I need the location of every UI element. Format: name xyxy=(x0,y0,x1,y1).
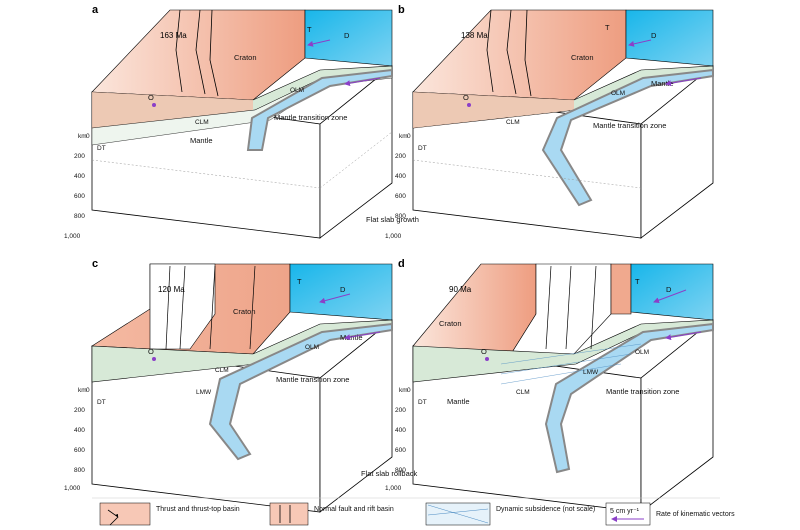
age-label: 163 Ma xyxy=(160,31,187,40)
age-label: 90 Ma xyxy=(449,285,472,294)
panel-b: b 138 Ma Craton T D O CLM OLM Mantle Man… xyxy=(366,4,714,240)
legend-dynamic-subsidence-label: Dynamic subsidence (not scale) xyxy=(496,506,595,513)
olm-label: OLM xyxy=(611,90,625,97)
legend-dynamic-subsidence: Dynamic subsidence (not scale) xyxy=(425,502,595,526)
tick-200: 200 xyxy=(395,153,406,160)
tick-0: 0 xyxy=(407,387,411,394)
d-label: D xyxy=(651,31,657,40)
tick-800: 800 xyxy=(74,467,85,474)
legend-kinematic-key: 5 cm yr⁻¹ xyxy=(610,508,640,515)
clm-label: CLM xyxy=(506,119,520,126)
tick-800: 800 xyxy=(395,467,406,474)
km-label: km xyxy=(78,133,87,140)
dt-label: DT xyxy=(418,145,427,152)
legend-kinematic-label: Rate of kinematic vectors xyxy=(656,511,735,518)
clm-label: CLM xyxy=(516,389,530,396)
tick-0: 0 xyxy=(407,133,411,140)
tick-200: 200 xyxy=(74,153,85,160)
dt-label: DT xyxy=(418,399,427,406)
dt-label: DT xyxy=(97,145,106,152)
tick-600: 600 xyxy=(74,193,85,200)
d-label: D xyxy=(344,31,350,40)
mantle-label: Mantle xyxy=(340,333,363,342)
tick-400: 400 xyxy=(74,427,85,434)
lmw-label: LMW xyxy=(196,389,212,396)
tick-0: 0 xyxy=(86,387,90,394)
o-label: O xyxy=(148,347,154,356)
tick-400: 400 xyxy=(395,427,406,434)
panel-label: a xyxy=(92,4,99,16)
t-label: T xyxy=(635,277,640,286)
lmw-label: LMW xyxy=(583,369,599,376)
mantle-label: Mantle xyxy=(447,397,470,406)
t-label: T xyxy=(297,277,302,286)
d-label: D xyxy=(340,285,346,294)
panel-note: Flat slab rollback xyxy=(361,469,418,478)
legend-normal-fault-label: Normal fault and rift basin xyxy=(314,506,394,513)
km-label: km xyxy=(399,133,408,140)
olm-label: OLM xyxy=(305,344,319,351)
legend-kinematic: 5 cm yr⁻¹ Rate of kinematic vectors xyxy=(605,502,735,526)
mtz-label: Mantle transition zone xyxy=(276,375,349,384)
tick-400: 400 xyxy=(74,173,85,180)
tick-800: 800 xyxy=(74,213,85,220)
clm-label: CLM xyxy=(195,119,209,126)
dt-label: DT xyxy=(97,399,106,406)
tick-1000: 1,000 xyxy=(64,485,81,492)
clm-label: CLM xyxy=(215,367,229,374)
tick-1000: 1,000 xyxy=(385,233,402,240)
legend-thrust-label: Thrust and thrust-top basin xyxy=(156,506,240,513)
age-label: 120 Ma xyxy=(158,285,185,294)
tick-1000: 1,000 xyxy=(385,485,402,492)
km-label: km xyxy=(399,387,408,394)
mantle-label: Mantle xyxy=(651,79,674,88)
t-label: T xyxy=(605,23,610,32)
tick-1000: 1,000 xyxy=(64,233,81,240)
o-label: O xyxy=(463,93,469,102)
panel-label: b xyxy=(398,4,405,16)
tick-0: 0 xyxy=(86,133,90,140)
mtz-label: Mantle transition zone xyxy=(274,113,347,122)
tick-600: 600 xyxy=(395,447,406,454)
tick-400: 400 xyxy=(395,173,406,180)
d-label: D xyxy=(666,285,672,294)
craton-label: Craton xyxy=(439,319,462,328)
km-label: km xyxy=(78,387,87,394)
panel-label: c xyxy=(92,258,98,270)
panel-a: a 163 Ma Craton T D O CLM OLM Mantle Ma xyxy=(64,4,393,240)
tick-800: 800 xyxy=(395,213,406,220)
legend-normal-fault: Normal fault and rift basin xyxy=(269,502,394,526)
craton-label: Craton xyxy=(571,53,594,62)
panel-c: c 120 Ma Craton T D O CLM OLM Mantle Man… xyxy=(64,258,393,513)
tick-600: 600 xyxy=(74,447,85,454)
age-label: 138 Ma xyxy=(461,31,488,40)
craton-label: Craton xyxy=(233,307,256,316)
t-label: T xyxy=(307,25,312,34)
olm-label: OLM xyxy=(635,349,649,356)
mtz-label: Mantle transition zone xyxy=(593,121,666,130)
olm-label: OLM xyxy=(290,87,304,94)
o-label: O xyxy=(148,93,154,102)
legend: Thrust and thrust-top basin Normal fault… xyxy=(92,497,735,526)
o-label: O xyxy=(481,347,487,356)
tick-200: 200 xyxy=(74,407,85,414)
mtz-label: Mantle transition zone xyxy=(606,387,679,396)
tick-600: 600 xyxy=(395,193,406,200)
panel-d: d 90 Ma Craton T D O CLM OLM Mantle Mant… xyxy=(361,258,714,513)
mantle-label: Mantle xyxy=(190,136,213,145)
legend-thrust: Thrust and thrust-top basin xyxy=(99,502,240,526)
tick-200: 200 xyxy=(395,407,406,414)
craton-label: Craton xyxy=(234,53,257,62)
panel-note: Flat slab growth xyxy=(366,215,419,224)
panel-label: d xyxy=(398,258,405,270)
